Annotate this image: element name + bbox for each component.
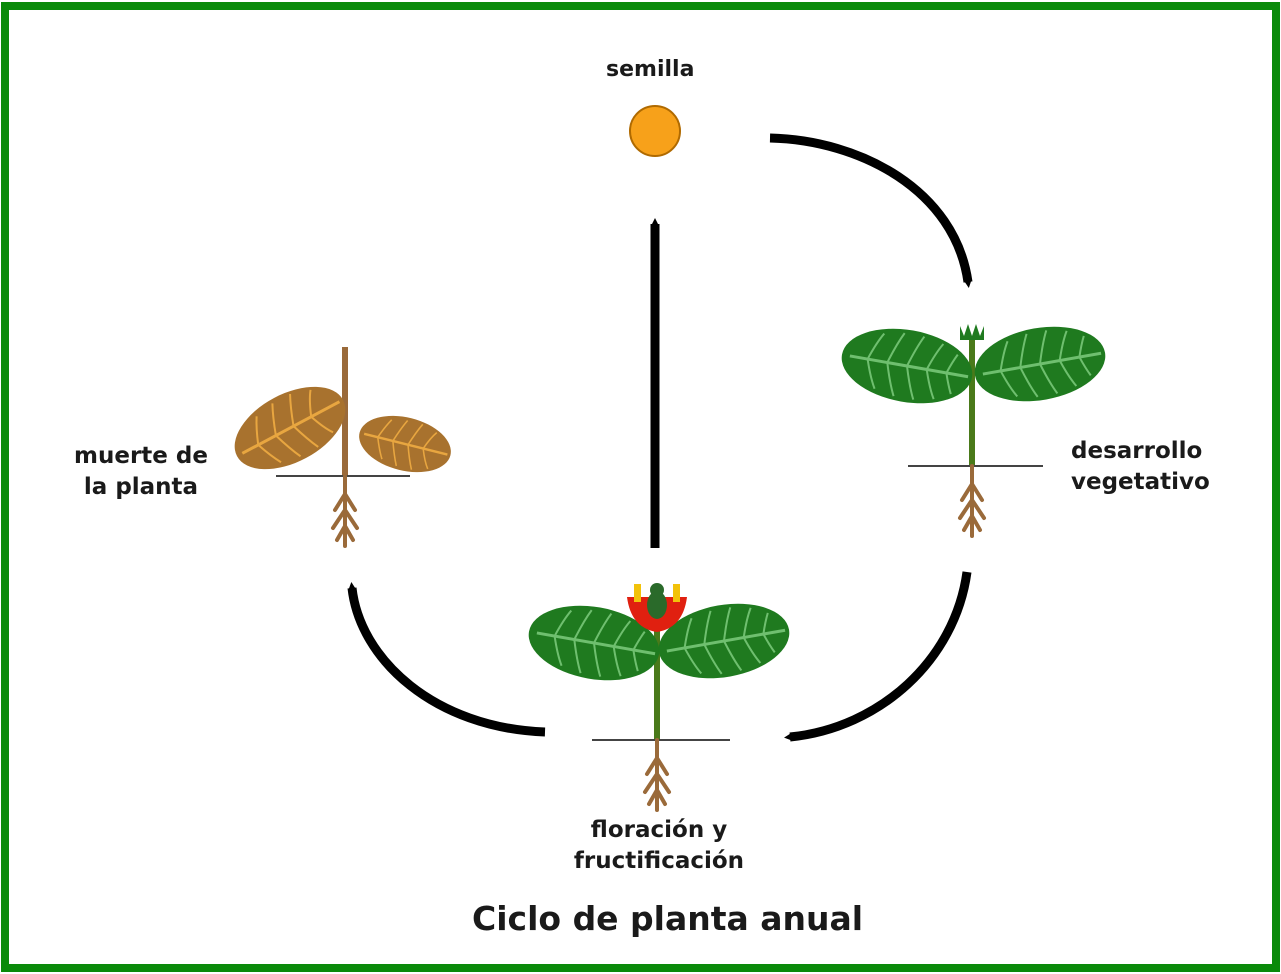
seedling-icon [834,315,1113,538]
diagram-title: Ciclo de planta anual [472,899,864,938]
arrow-seed-to-vegetative [769,133,973,288]
seed-icon [629,105,681,157]
flowering-plant-icon [521,583,797,812]
seed-label: semilla [606,57,695,82]
flowering-label: floración y fructificación [573,817,745,874]
arrow-flowering-to-death [347,582,546,737]
arrow-vegetative-to-flowering [784,571,972,742]
withered-plant-icon [219,347,458,548]
vegetative-label: desarrollo vegetativo [1071,438,1210,495]
death-label: muerte de la planta [74,443,208,500]
